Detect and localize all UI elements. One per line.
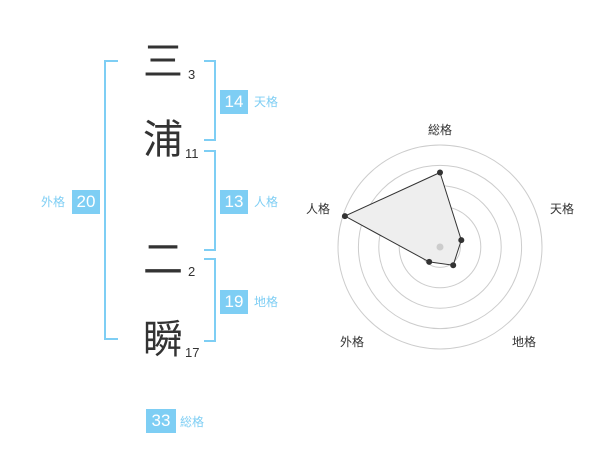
radar-data-polygon — [343, 171, 462, 266]
chikaku-label: 地格 — [254, 295, 279, 309]
name-char-2: 浦 — [143, 117, 183, 163]
radar-point-4 — [341, 213, 348, 220]
tenkaku-value-badge: 14 — [220, 90, 248, 114]
radar-axis-label-gaikaku: 外格 — [340, 334, 364, 349]
gaikaku-value-badge: 20 — [72, 190, 100, 214]
stroke-count-2: 11 — [185, 146, 199, 161]
chikaku-value-badge: 19 — [220, 290, 248, 314]
radar-point-2 — [450, 262, 457, 269]
fortune-radar-chart: 総格 天格 地格 外格 人格 — [306, 122, 574, 350]
tenkaku-bracket — [204, 60, 216, 141]
radar-axis-label-soukaku: 総格 — [428, 122, 452, 137]
radar-point-1 — [458, 237, 465, 244]
name-char-1: 三 — [143, 39, 183, 85]
stroke-count-1: 3 — [188, 67, 196, 82]
jinkaku-value-badge: 13 — [220, 190, 248, 214]
soukaku-label: 総格 — [180, 415, 205, 429]
radar-points — [341, 169, 465, 269]
stroke-count-3: 2 — [188, 264, 196, 279]
gaikaku-label: 外格 — [41, 195, 66, 209]
tenkaku-label: 天格 — [254, 95, 279, 109]
jinkaku-bracket — [204, 150, 216, 251]
radar-axis-label-tenkaku: 天格 — [550, 201, 574, 216]
jinkaku-label: 人格 — [254, 195, 279, 209]
radar-axis-label-chikaku: 地格 — [512, 334, 536, 349]
radar-point-0 — [437, 169, 443, 176]
stroke-count-4: 17 — [185, 345, 200, 360]
radar-center-dot — [436, 243, 444, 251]
radar-ring — [337, 144, 543, 350]
radar-axis-label-jinkaku: 人格 — [306, 201, 330, 216]
name-char-4: 瞬 — [143, 317, 183, 363]
radar-ring — [357, 164, 523, 330]
chikaku-bracket — [204, 258, 216, 342]
soukaku-value-badge: 33 — [146, 409, 176, 433]
gaikaku-bracket — [104, 60, 118, 340]
radar-point-3 — [426, 258, 433, 265]
name-char-3: 二 — [143, 237, 183, 283]
